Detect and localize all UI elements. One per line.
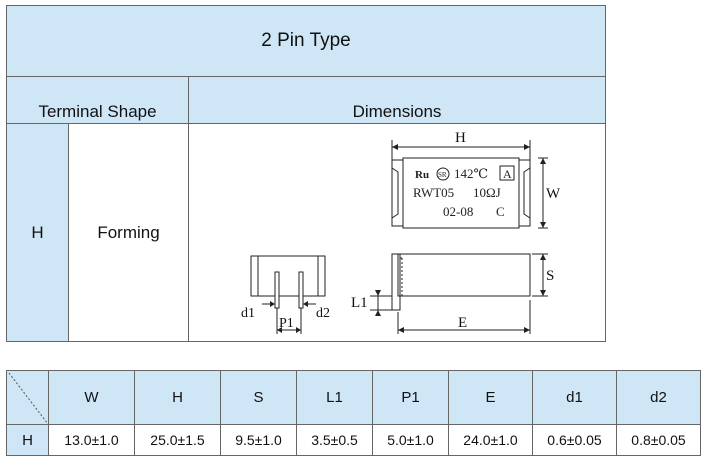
component-left-notch [391,167,399,219]
spec-header-text: E [485,389,496,406]
col-header-dimensions: Dimensions [188,76,606,124]
row-code-text: H [31,222,44,242]
spec-row-label: H [6,424,49,456]
spec-value-text: 13.0±1.0 [64,432,119,448]
spec-header-text: d1 [566,389,583,406]
col-header-terminal-shape-text: Terminal Shape [38,102,157,121]
spec-value-text: 0.6±0.05 [547,432,602,448]
label-h: H [455,130,466,146]
spec-corner-cell [6,370,49,425]
component-markings: Ru SR 142℃ A RWT05 10ΩJ 02-08 C [413,165,515,219]
spec-header-text: L1 [326,389,343,406]
spec-header-d2: d2 [616,370,701,425]
spec-header-d1: d1 [532,370,617,425]
spec-header-s: S [220,370,297,425]
csa-logo-text: SR [438,171,447,179]
label-s: S [546,268,554,284]
component-side-lead [391,253,401,311]
table-title: 2 Pin Type [6,5,606,77]
component-right-notch [523,167,531,219]
marking-box [499,165,515,181]
spec-value-text: 25.0±1.5 [150,432,205,448]
label-d2: d2 [316,306,330,321]
label-d1: d1 [241,306,255,321]
spec-value-d1: 0.6±0.05 [532,424,617,456]
spec-value-d2: 0.8±0.05 [616,424,701,456]
col-header-dimensions-text: Dimensions [352,102,442,121]
marking-temp: 142℃ [454,166,488,181]
spec-header-h: H [134,370,221,425]
pin-right [298,271,304,309]
diagonal-divider [8,372,49,425]
table-title-text: 2 Pin Type [261,30,351,51]
marking-res: 10ΩJ [473,185,501,200]
spec-header-p1: P1 [372,370,449,425]
spec-header-text: H [172,389,183,406]
label-w: W [546,186,561,202]
marking-model: RWT05 [413,185,454,200]
spec-value-text: 24.0±1.0 [463,432,518,448]
spec-value-text: 9.5±1.0 [235,432,282,448]
spec-value-h: 25.0±1.5 [134,424,221,456]
label-l1: L1 [351,295,368,311]
row-shape-text: Forming [97,222,160,242]
marking-box-text: A [503,167,512,181]
spec-header-w: W [48,370,135,425]
spec-header-text: P1 [401,389,420,406]
component-front-body [250,255,326,297]
spec-value-s: 9.5±1.0 [220,424,297,456]
spec-header-text: W [84,389,99,406]
spec-header-text: S [253,389,264,406]
ul-logo-icon: Ru [415,169,429,181]
marking-c: C [496,204,505,219]
csa-logo-icon [436,167,450,181]
spec-header-l1: L1 [296,370,373,425]
row-shape-cell: Forming [68,123,189,342]
label-e: E [458,315,467,331]
spec-row-label-text: H [22,431,33,449]
spec-value-p1: 5.0±1.0 [372,424,449,456]
pin-left [274,271,280,309]
dimension-arrowheads [270,144,546,333]
spec-header-text: d2 [650,389,667,406]
spec-value-text: 5.0±1.0 [387,432,434,448]
component-side-body [397,253,531,297]
spec-value-w: 13.0±1.0 [48,424,135,456]
marking-date: 02-08 [443,204,473,219]
spec-value-text: 3.5±0.5 [311,432,358,448]
spec-header-e: E [448,370,533,425]
spec-value-l1: 3.5±0.5 [296,424,373,456]
terminal-table: 2 Pin Type Terminal Shape Dimensions H F… [6,5,606,342]
spec-value-text: 0.8±0.05 [631,432,686,448]
label-p1: P1 [279,316,294,331]
spec-value-e: 24.0±1.0 [448,424,533,456]
